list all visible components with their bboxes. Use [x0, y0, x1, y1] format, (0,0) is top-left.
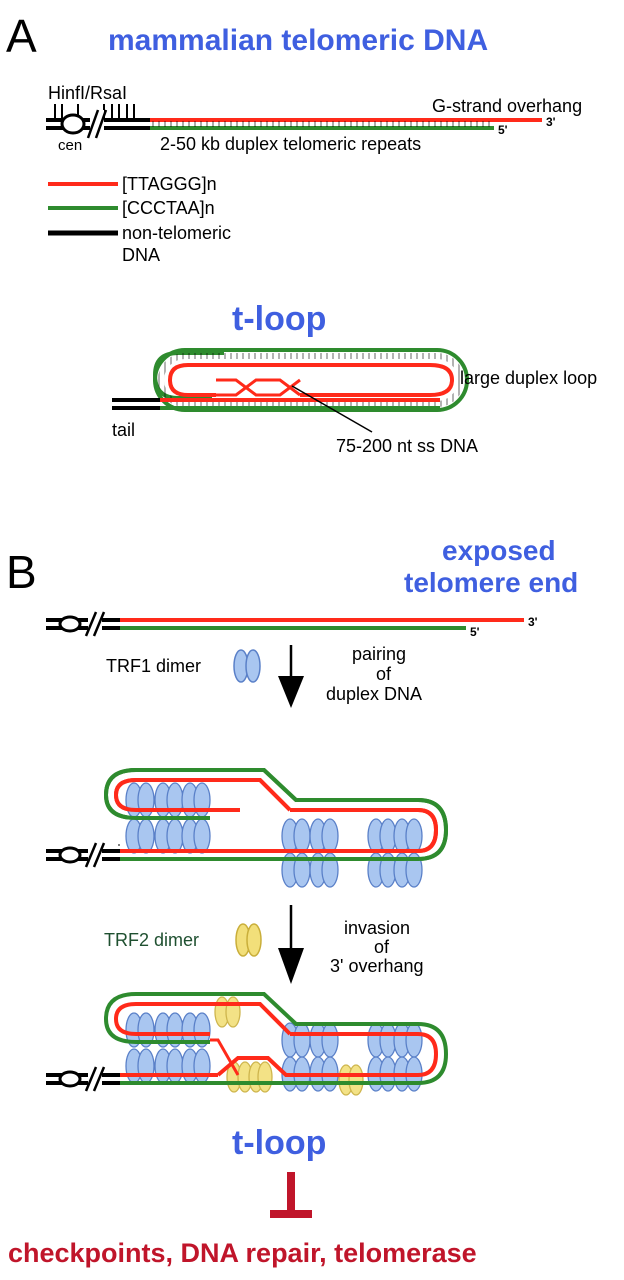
centromere-icon [58, 846, 82, 864]
tail-label: tail [112, 420, 135, 440]
arrow-step-2 [278, 905, 304, 984]
centromere-icon [60, 113, 86, 135]
step1-line1: pairing [352, 644, 406, 664]
panel-b-title-1: exposed [442, 535, 556, 566]
step1-line2: of [376, 664, 392, 684]
outcome-label: checkpoints, DNA repair, telomerase [8, 1238, 477, 1268]
chromosome-a [46, 109, 150, 139]
tloop-title-a: t-loop [232, 300, 326, 338]
restriction-site-ticks [54, 104, 135, 122]
restriction-site-label: HinfI/RsaI [48, 83, 127, 103]
duplex-length-label: 2-50 kb duplex telomeric repeats [160, 134, 421, 154]
centromere-icon [58, 1070, 82, 1088]
panel-a-title: mammalian telomeric DNA [108, 24, 488, 57]
duplex-hatch-a [150, 121, 494, 127]
step2-line3: 3' overhang [330, 956, 424, 976]
legend-label-nontelo: non-telomeric [122, 223, 231, 243]
legend-label-c: [CCCTAA]n [122, 198, 215, 218]
chromosome-break-icon [84, 611, 106, 637]
five-prime-label-a: 5' [498, 123, 508, 137]
arrow-step-1 [278, 645, 304, 708]
trf2-label: TRF2 dimer [104, 930, 199, 950]
panel-b-letter: B [6, 546, 37, 598]
inhibition-icon [270, 1172, 312, 1218]
chromosome-break-icon [86, 109, 108, 139]
panel-a-letter: A [6, 10, 37, 62]
overhang-label: G-strand overhang [432, 96, 582, 116]
loop-label: large duplex loop [460, 368, 597, 388]
panel-b-title-2: telomere end [404, 567, 578, 598]
exposed-telomere [46, 611, 524, 637]
chromosome-break-icon [84, 842, 106, 868]
tloop-final [46, 992, 449, 1096]
trf1-dimer-icon [233, 649, 261, 683]
five-prime-label-b: 5' [470, 625, 480, 639]
ss-dna-label: 75-200 nt ss DNA [336, 436, 478, 456]
trf1-label: TRF1 dimer [106, 656, 201, 676]
legend-label-g: [TTAGGG]n [122, 174, 217, 194]
chromosome-break-icon [84, 1066, 106, 1092]
tloop-intermediate-trf1 [46, 768, 449, 888]
step2-line1: invasion [344, 918, 410, 938]
step1-line3: duplex DNA [326, 684, 422, 704]
cen-label: cen [58, 137, 82, 154]
tloop-title-b: t-loop [232, 1124, 326, 1162]
ss-pointer-line [291, 385, 373, 433]
trf2-dimer-icon [235, 923, 262, 957]
tloop-diagram-a [112, 348, 469, 412]
three-prime-label-b: 3' [528, 615, 538, 629]
legend: [TTAGGG]n [CCCTAA]n non-telomeric DNA [48, 174, 231, 265]
centromere-icon [58, 615, 82, 633]
legend-label-nontelo-2: DNA [122, 245, 160, 265]
three-prime-label-a: 3' [546, 115, 556, 129]
step2-line2: of [374, 937, 390, 957]
